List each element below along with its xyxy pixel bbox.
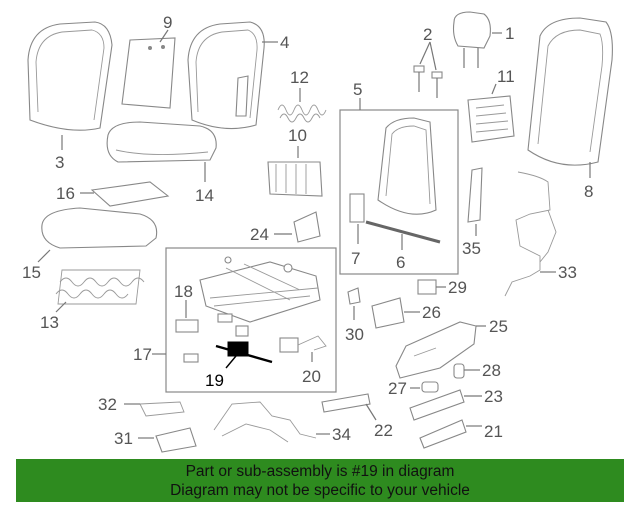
part-9-back-panel[interactable] — [121, 37, 176, 109]
part-25-side-shield[interactable] — [395, 321, 477, 379]
part-31-module[interactable] — [155, 427, 197, 453]
part-4-seat-back-assembly[interactable] — [187, 21, 265, 130]
label-3: 3 — [55, 153, 64, 172]
label-19: 19 — [205, 371, 224, 390]
banner-line-2: Diagram may not be specific to your vehi… — [170, 482, 470, 499]
part-24-bracket[interactable] — [293, 211, 321, 243]
part-19-highlighted-motor[interactable] — [215, 341, 273, 364]
part-15-cushion-pad[interactable] — [41, 207, 158, 249]
part-34-wiring-harness[interactable] — [213, 401, 317, 443]
part-27-knob[interactable] — [421, 381, 439, 393]
label-4: 4 — [280, 33, 289, 52]
label-17: 17 — [133, 345, 152, 364]
seat-parts-diagram: 3 9 4 12 10 14 16 15 — [22, 11, 613, 453]
label-14: 14 — [195, 186, 214, 205]
part-28-knob[interactable] — [453, 363, 465, 379]
label-35: 35 — [462, 239, 481, 258]
label-6: 6 — [396, 253, 405, 272]
label-10: 10 — [288, 126, 307, 145]
part-2-bolts[interactable] — [413, 65, 443, 98]
label-2: 2 — [423, 25, 432, 44]
part-13-cushion-springs[interactable] — [55, 269, 145, 305]
label-21: 21 — [484, 422, 503, 441]
label-34: 34 — [332, 425, 351, 444]
part-1-headrest[interactable] — [452, 11, 491, 68]
part-16-heater-pad[interactable] — [90, 181, 170, 207]
label-11: 11 — [497, 67, 515, 86]
group-17-box — [165, 247, 337, 393]
part-30-clip[interactable] — [347, 287, 361, 305]
label-12: 12 — [290, 68, 309, 87]
part-21-trim-cover[interactable] — [419, 419, 467, 449]
info-banner: Part or sub-assembly is #19 in diagram D… — [16, 459, 624, 502]
label-24: 24 — [250, 225, 269, 244]
part-29-switch[interactable] — [417, 279, 437, 295]
label-8: 8 — [584, 182, 593, 201]
label-31: 31 — [114, 429, 133, 448]
part-33-wiring-harness[interactable] — [504, 171, 557, 297]
part-26-switch-housing[interactable] — [371, 297, 405, 329]
part-17-small-parts[interactable] — [183, 313, 249, 363]
part-17-seat-adjuster-track[interactable] — [199, 256, 321, 323]
part-14-seat-cushion[interactable] — [106, 121, 217, 163]
label-1: 1 — [505, 24, 514, 43]
part-23-trim-cover[interactable] — [409, 389, 465, 421]
label-25: 25 — [489, 317, 508, 336]
part-7-recliner-actuator[interactable] — [349, 193, 365, 223]
part-11-control-module[interactable] — [467, 95, 515, 143]
part-20-motor[interactable] — [279, 335, 327, 353]
label-7: 7 — [351, 249, 360, 268]
part-3-seat-back-cover[interactable] — [27, 21, 113, 131]
banner-line-1: Part or sub-assembly is #19 in diagram — [185, 463, 455, 480]
part-10-lumbar-support[interactable] — [267, 161, 323, 197]
label-15: 15 — [22, 263, 41, 282]
label-20: 20 — [302, 367, 321, 386]
part-32-bracket[interactable] — [139, 401, 185, 417]
label-23: 23 — [484, 387, 503, 406]
group-5-box — [339, 109, 459, 275]
label-27: 27 — [388, 379, 407, 398]
part-8-rear-back-panel[interactable] — [527, 17, 613, 166]
label-29: 29 — [448, 278, 467, 297]
label-5: 5 — [353, 80, 362, 99]
label-28: 28 — [482, 361, 501, 380]
label-16: 16 — [56, 184, 75, 203]
label-26: 26 — [422, 303, 441, 322]
label-22: 22 — [374, 421, 393, 440]
label-13: 13 — [40, 313, 59, 332]
part-18-motor[interactable] — [175, 319, 199, 333]
part-22-trim-strip[interactable] — [321, 393, 371, 413]
label-18: 18 — [174, 282, 193, 301]
label-33: 33 — [558, 263, 577, 282]
part-6-cross-rod[interactable] — [365, 220, 441, 244]
label-30: 30 — [345, 325, 364, 344]
label-9: 9 — [163, 13, 172, 32]
part-5-seat-back-frame[interactable] — [377, 117, 437, 215]
part-35-trim-strip[interactable] — [467, 167, 483, 223]
part-12-seat-back-springs[interactable] — [277, 104, 327, 123]
label-32: 32 — [98, 395, 117, 414]
